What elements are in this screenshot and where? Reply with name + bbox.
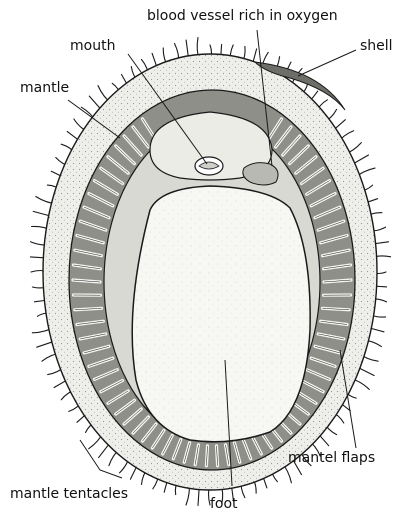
label-mouth: mouth xyxy=(70,38,115,54)
leader-shell xyxy=(298,50,356,76)
label-mantle-tentacles: mantle tentacles xyxy=(10,486,128,502)
label-foot: foot xyxy=(210,496,238,512)
label-blood-vessel: blood vessel rich in oxygen xyxy=(147,8,338,24)
label-mantel-flaps: mantel flaps xyxy=(288,450,375,466)
label-mantle: mantle xyxy=(20,80,69,96)
foot-shape xyxy=(132,186,310,442)
label-shell: shell xyxy=(360,38,393,54)
